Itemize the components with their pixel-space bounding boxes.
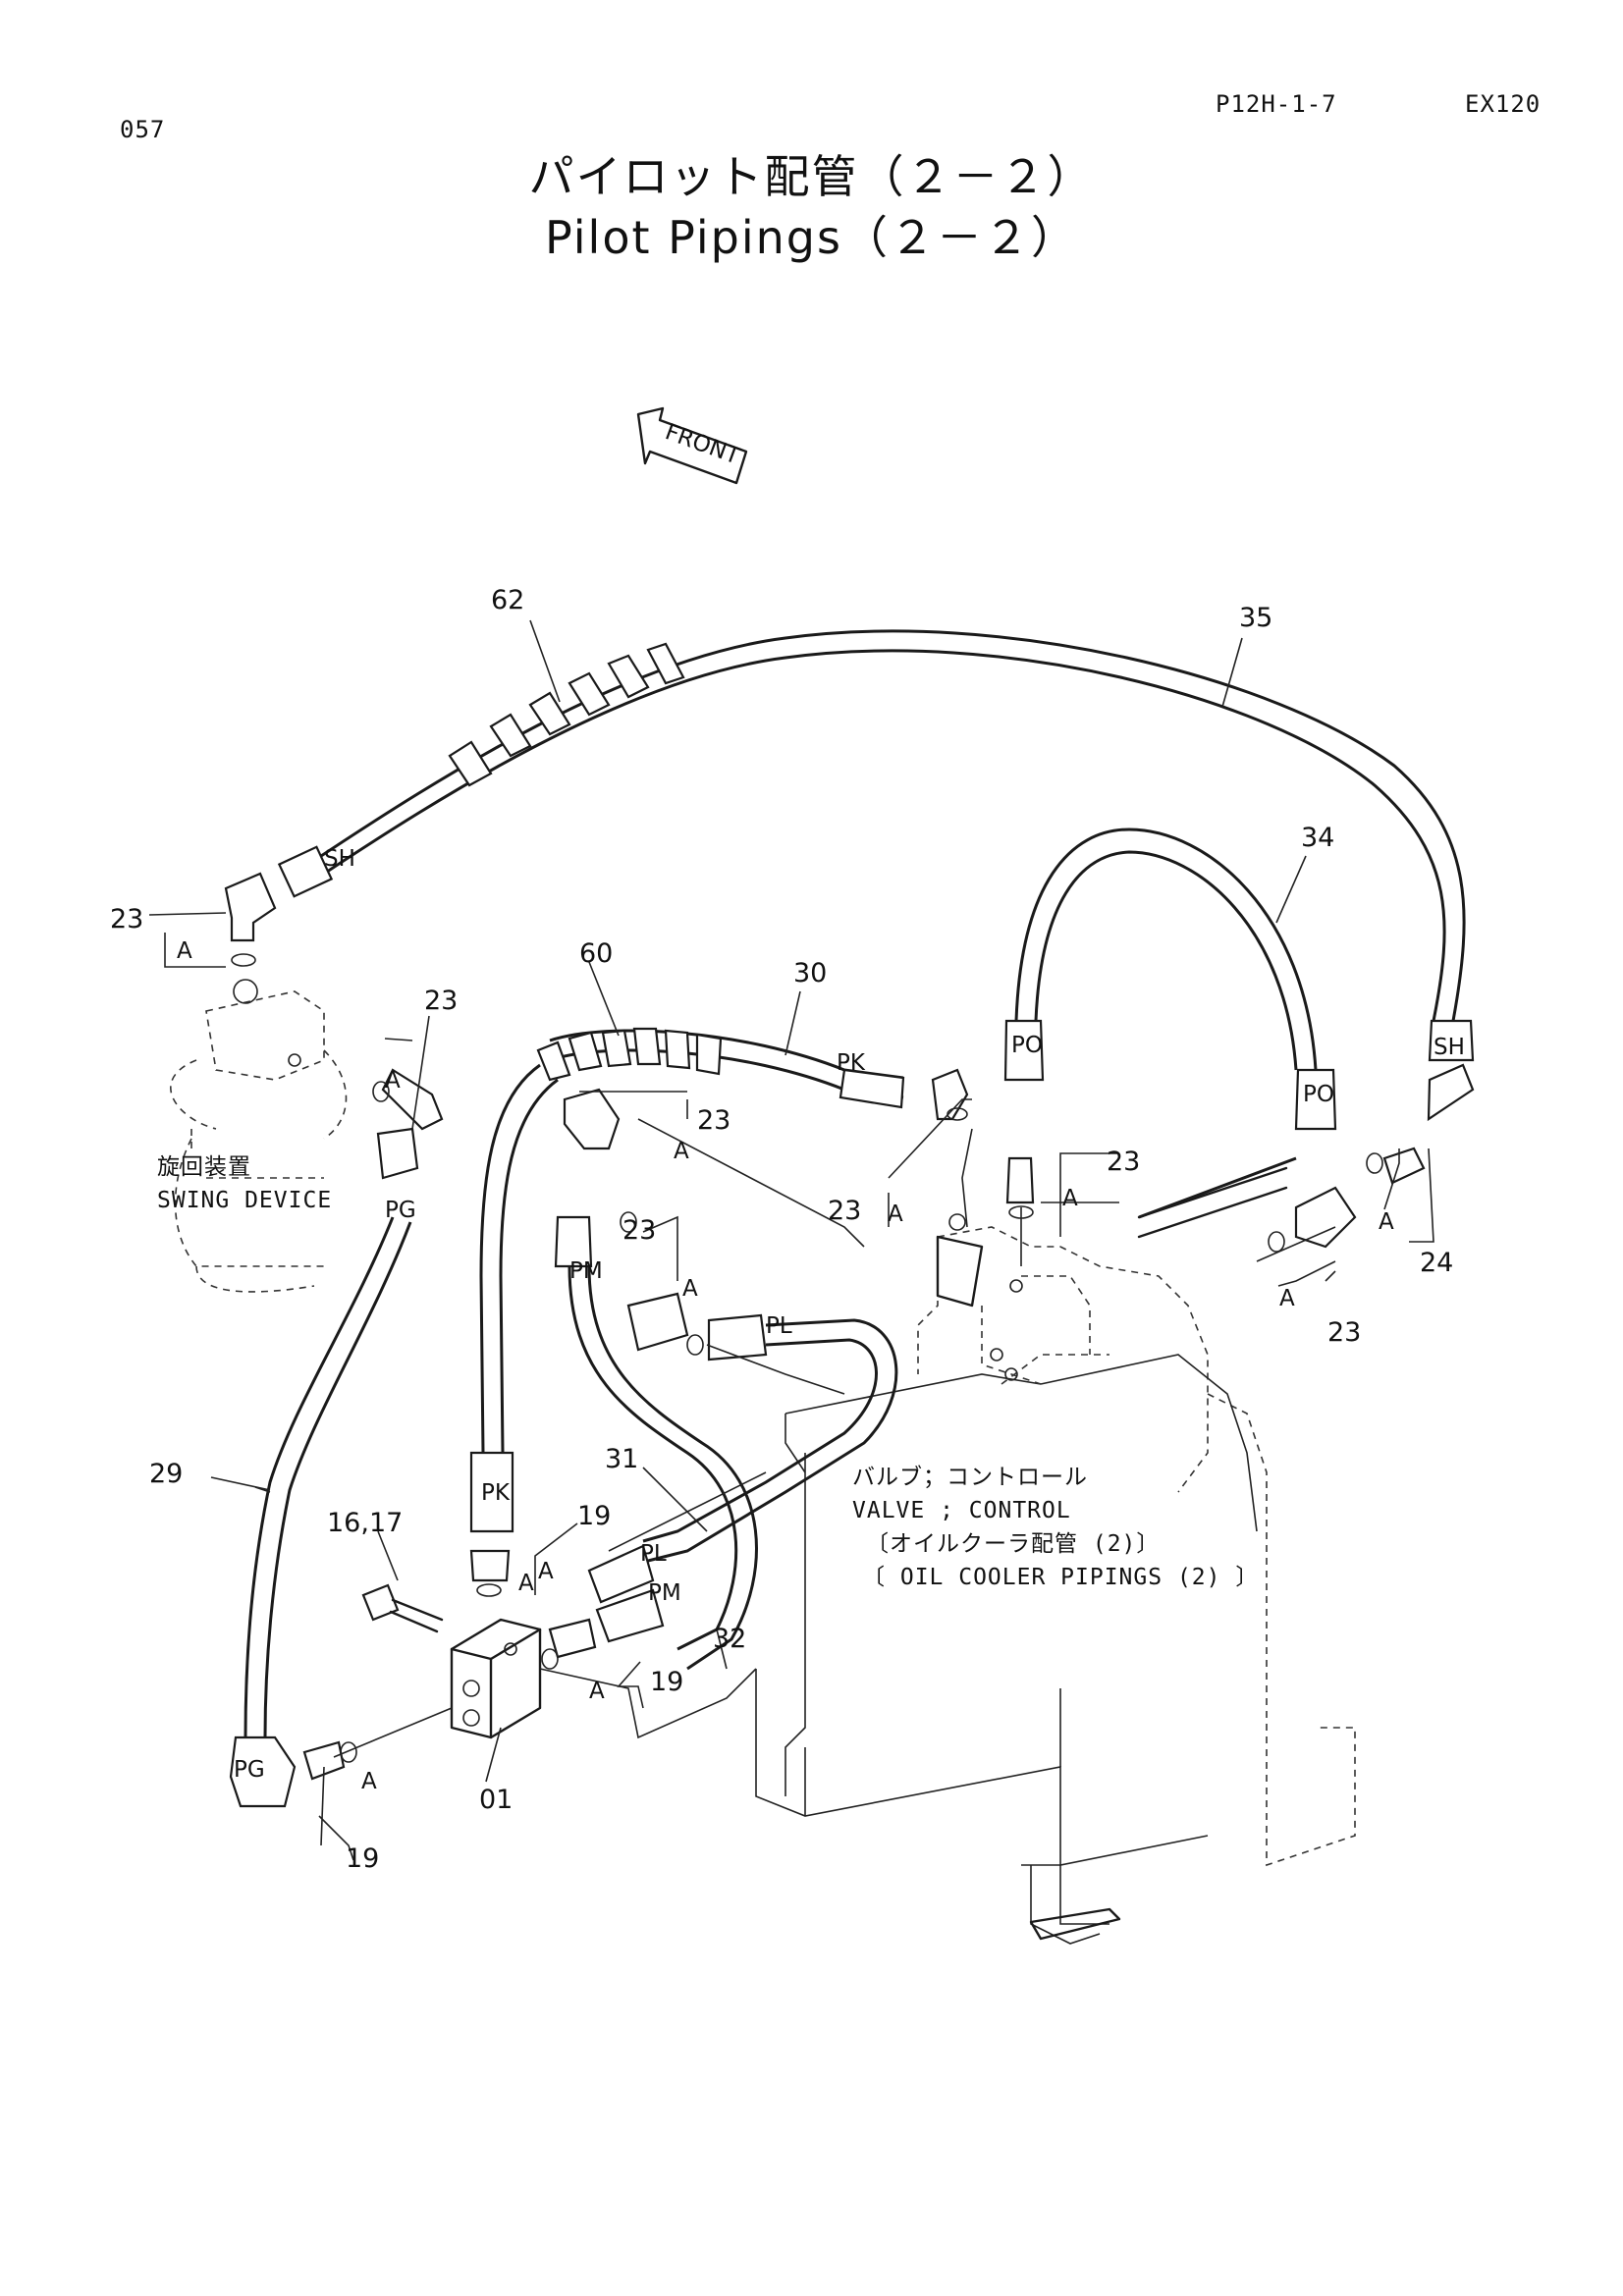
fitting-pg-top bbox=[376, 1127, 419, 1180]
fitting-19-block bbox=[548, 1618, 597, 1659]
hose-60 bbox=[479, 1063, 541, 1454]
o-ring-mark: A bbox=[361, 1769, 377, 1794]
control-valve-body bbox=[755, 1166, 1356, 1945]
o-ring-mark: A bbox=[589, 1679, 605, 1704]
front-label: FRONT bbox=[662, 419, 744, 470]
hose-pl bbox=[647, 1318, 898, 1563]
callout-34: 34 bbox=[1301, 823, 1334, 853]
o-ring-mark: A bbox=[888, 1201, 903, 1227]
o-ring-mark: A bbox=[1279, 1286, 1295, 1311]
oil-cooler-label-en: 〔 OIL COOLER PIPINGS (2) 〕 bbox=[862, 1565, 1259, 1590]
callout-35: 35 bbox=[1239, 603, 1272, 633]
callout-29: 29 bbox=[149, 1459, 183, 1489]
callout-30: 30 bbox=[793, 958, 827, 988]
page-number: 057 bbox=[120, 116, 166, 143]
fitting-block-right bbox=[1294, 1186, 1357, 1249]
fitting-23-left bbox=[626, 1292, 689, 1352]
port-pg-bottom: PG bbox=[234, 1757, 265, 1783]
port-pm-bottom: PM bbox=[648, 1580, 681, 1606]
fitting-sh-elbow bbox=[1427, 1063, 1475, 1122]
fitting-pl-bottom bbox=[587, 1544, 655, 1604]
o-ring-mark: A bbox=[1379, 1209, 1394, 1235]
fitting-24 bbox=[1382, 1147, 1426, 1185]
callout-23-swing: 23 bbox=[424, 986, 458, 1016]
swing-device-body bbox=[170, 979, 348, 1293]
title-english: Pilot Pipings（２－２） bbox=[545, 211, 1078, 264]
valve-label-en: VALVE ; CONTROL bbox=[852, 1498, 1071, 1523]
o-ring-mark: A bbox=[518, 1571, 534, 1596]
callout-19-upper: 19 bbox=[577, 1501, 611, 1531]
hose-30 bbox=[549, 1029, 904, 1080]
o-ring-mark: A bbox=[682, 1276, 698, 1302]
fitting-sh-right bbox=[1428, 1019, 1475, 1062]
fitting-pl-top bbox=[707, 1313, 768, 1362]
fitting-19-bottom bbox=[302, 1740, 346, 1781]
port-sh-left: SH bbox=[324, 846, 355, 872]
callout-32: 32 bbox=[713, 1624, 746, 1654]
fitting-pm-top bbox=[554, 1215, 593, 1268]
callout-01: 01 bbox=[479, 1785, 513, 1815]
title-japanese: パイロット配管（２－２） bbox=[528, 150, 1095, 203]
callout-60: 60 bbox=[579, 938, 613, 969]
port-pk-top: PK bbox=[837, 1050, 866, 1076]
o-ring-mark: A bbox=[177, 938, 192, 964]
fitting-pk-bottom bbox=[469, 1451, 514, 1533]
callout-23-mid: 23 bbox=[697, 1105, 730, 1136]
hose-62-band bbox=[448, 642, 685, 787]
fitting-po-bottom bbox=[1294, 1068, 1337, 1131]
fitting-pg-elbow bbox=[229, 1735, 297, 1808]
swing-device-label-jp: 旋回装置 bbox=[157, 1154, 251, 1180]
port-pl-top: PL bbox=[766, 1313, 792, 1339]
model-code: EX120 bbox=[1465, 90, 1542, 118]
oil-cooler-label-jp: 〔オイルクーラ配管 (2)〕 bbox=[866, 1531, 1160, 1557]
fitting-swing-elbow bbox=[381, 1068, 444, 1131]
front-arrow-icon: FRONT bbox=[636, 406, 748, 485]
callout-23-valve-top: 23 bbox=[828, 1196, 861, 1226]
callout-31: 31 bbox=[605, 1444, 638, 1474]
fitting-elbow-top-left bbox=[224, 845, 334, 942]
o-ring-mark: A bbox=[385, 1068, 401, 1094]
port-pl-bottom: PL bbox=[640, 1541, 667, 1567]
callout-16-17: 16,17 bbox=[327, 1508, 403, 1538]
fitting-19-upper bbox=[469, 1549, 511, 1582]
hose-29 bbox=[243, 1216, 395, 1738]
o-ring-mark: A bbox=[1062, 1186, 1078, 1211]
fitting-po-top bbox=[1003, 1019, 1045, 1082]
hose-60-band bbox=[536, 1027, 723, 1082]
fitting-elbow-mid bbox=[563, 1088, 621, 1150]
callout-62: 62 bbox=[491, 585, 524, 615]
port-sh-right: SH bbox=[1434, 1035, 1465, 1060]
reference-code: P12H-1-7 bbox=[1216, 90, 1337, 118]
port-pk-bottom: PK bbox=[481, 1480, 511, 1506]
port-po-bottom: PO bbox=[1303, 1082, 1334, 1107]
o-ring-mark: A bbox=[538, 1559, 554, 1584]
valve-block-01 bbox=[450, 1618, 542, 1739]
port-pm-top: PM bbox=[569, 1258, 603, 1284]
fitting-pm-bottom bbox=[595, 1588, 665, 1643]
fitting-pk-elbow bbox=[931, 1068, 969, 1121]
pilot-tube-right bbox=[1138, 1156, 1297, 1219]
valve-label-jp: バルブ；コントロール bbox=[852, 1465, 1088, 1490]
callout-19-bottom: 19 bbox=[346, 1843, 379, 1874]
port-po-top: PO bbox=[1011, 1033, 1043, 1058]
o-ring-mark: A bbox=[674, 1139, 689, 1164]
bolt-16-17 bbox=[361, 1583, 444, 1633]
hose-35 bbox=[308, 629, 1466, 1022]
callout-24: 24 bbox=[1420, 1248, 1453, 1278]
port-pg-top: PG bbox=[385, 1198, 416, 1223]
fitting-pk-top bbox=[839, 1068, 905, 1109]
callout-23-top-left: 23 bbox=[110, 904, 143, 934]
callout-23-po: 23 bbox=[1107, 1147, 1140, 1177]
callout-23-fit: 23 bbox=[622, 1215, 656, 1246]
callout-19-block: 19 bbox=[650, 1667, 683, 1697]
hose-34 bbox=[1014, 828, 1318, 1071]
callout-23-right: 23 bbox=[1327, 1317, 1361, 1348]
fitting-po-adapter bbox=[1005, 1156, 1035, 1204]
hose-pm bbox=[568, 1265, 738, 1651]
swing-device-label-en: SWING DEVICE bbox=[157, 1188, 332, 1213]
